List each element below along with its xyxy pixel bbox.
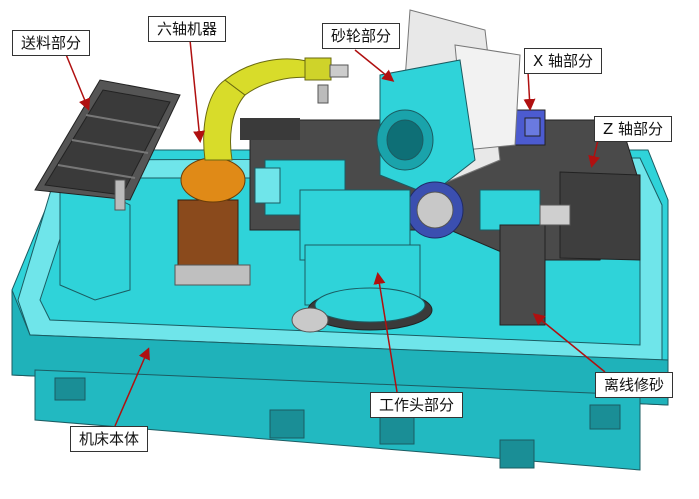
feeding-unit	[34, 79, 181, 301]
leader-wheel	[354, 49, 395, 82]
label-feeding: 送料部分	[12, 30, 91, 56]
leader-workhead	[373, 272, 398, 393]
label-workhead: 工作头部分	[370, 392, 464, 418]
leader-robot	[189, 39, 206, 143]
label-six-axis-robot: 六轴机器	[148, 16, 227, 42]
label-machine-bed: 机床本体	[70, 426, 149, 452]
leader-x-axis	[523, 71, 536, 111]
leader-feeding	[64, 51, 91, 111]
wheel-head	[376, 9, 521, 239]
workhead	[254, 159, 433, 333]
leader-dressing	[532, 313, 606, 373]
label-wheel: 砂轮部分	[322, 23, 401, 49]
leader-lines	[64, 39, 606, 427]
label-z-axis: Z 轴部分	[594, 116, 673, 142]
label-x-axis: X 轴部分	[524, 48, 603, 74]
offline-dressing-unit	[479, 189, 571, 326]
six-axis-robot	[174, 57, 349, 286]
label-offline-dressing: 离线修砂	[595, 372, 674, 398]
leader-z-axis	[588, 139, 600, 168]
leader-bed	[114, 347, 150, 427]
